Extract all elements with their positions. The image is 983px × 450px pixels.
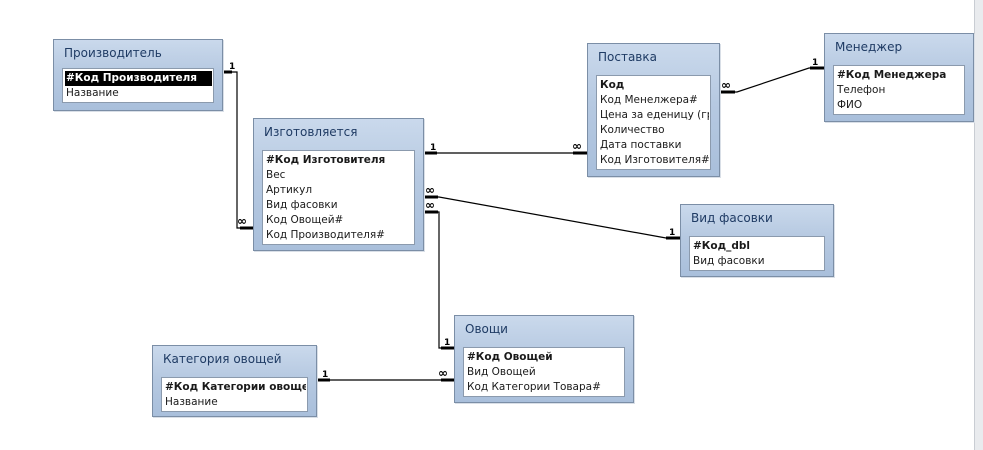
- field-item[interactable]: Код Производителя#: [266, 229, 385, 241]
- cardinality-many-label: ∞: [425, 198, 435, 212]
- field-item[interactable]: Вес: [266, 169, 286, 181]
- cardinality-many-label: ∞: [572, 139, 582, 153]
- field-item[interactable]: #Код Производителя: [65, 71, 212, 86]
- cardinality-many-label: ∞: [425, 183, 435, 197]
- table-ovoshchi[interactable]: Овощи #Код Овощей Вид Овощей Код Категор…: [454, 315, 634, 403]
- field-item[interactable]: Код Категории Товара#: [467, 381, 601, 393]
- field-item[interactable]: Количество: [600, 124, 665, 136]
- cardinality-one-label: 1: [669, 228, 675, 238]
- field-list: #Код Категории овощей Название: [161, 377, 308, 412]
- cardinality-one-label: 1: [430, 143, 436, 153]
- field-item[interactable]: #Код Изготовителя: [266, 154, 386, 166]
- table-title: Овощи: [465, 322, 508, 336]
- relation-proizvoditel-izgotovlyaetsya[interactable]: 1 ∞: [222, 62, 254, 230]
- cardinality-many-label: ∞: [237, 214, 247, 228]
- table-postavka[interactable]: Поставка Код Код Менелжера# Цена за еден…: [587, 43, 720, 177]
- table-kategoriya-ovoshchey[interactable]: Категория овощей #Код Категории овощей Н…: [152, 345, 317, 417]
- field-item[interactable]: Артикул: [266, 184, 313, 196]
- relation-ovoshchi-izgotovlyaetsya[interactable]: 1 ∞: [424, 198, 455, 350]
- table-title: Поставка: [598, 50, 657, 64]
- field-list: #Код_dbl Вид фасовки: [689, 236, 825, 271]
- relation-vidfasovki-izgotovlyaetsya[interactable]: 1 ∞: [424, 183, 680, 240]
- field-list: #Код Производителя Название: [62, 68, 214, 103]
- vertical-scrollbar[interactable]: [974, 0, 983, 450]
- cardinality-many-label: ∞: [721, 78, 731, 92]
- field-list: #Код Изготовителя Вес Артикул Вид фасовк…: [262, 150, 415, 245]
- table-proizvoditel[interactable]: Производитель #Код Производителя Названи…: [53, 39, 223, 111]
- field-item[interactable]: Код Менелжера#: [600, 94, 698, 106]
- field-item[interactable]: ФИО: [837, 99, 863, 111]
- field-list: #Код Менеджера Телефон ФИО: [833, 65, 965, 115]
- field-item[interactable]: Цена за еденицу (грн): [600, 109, 709, 121]
- field-item[interactable]: #Код_dbl: [693, 240, 750, 252]
- relation-kategoriya-ovoshchi[interactable]: 1 ∞: [316, 366, 455, 382]
- field-list: Код Код Менелжера# Цена за еденицу (грн)…: [596, 75, 711, 170]
- field-item[interactable]: Код: [600, 79, 625, 91]
- field-item[interactable]: Название: [66, 87, 119, 99]
- cardinality-one-label: 1: [444, 338, 450, 348]
- field-item[interactable]: #Код Категории овощей: [165, 381, 306, 393]
- table-izgotovlyaetsya[interactable]: Изготовляется #Код Изготовителя Вес Арти…: [253, 118, 424, 251]
- table-title: Категория овощей: [163, 352, 282, 366]
- table-title: Изготовляется: [264, 125, 358, 139]
- field-item[interactable]: Дата поставки: [600, 139, 682, 151]
- field-item[interactable]: #Код Овощей: [467, 351, 553, 363]
- cardinality-many-label: ∞: [438, 366, 448, 380]
- field-item[interactable]: Код Изготовителя#: [600, 154, 709, 166]
- table-title: Производитель: [64, 46, 162, 60]
- table-title: Вид фасовки: [691, 211, 773, 225]
- table-title: Менеджер: [835, 40, 903, 54]
- cardinality-one-label: 1: [812, 58, 818, 68]
- cardinality-one-label: 1: [229, 62, 235, 72]
- table-menedzher[interactable]: Менеджер #Код Менеджера Телефон ФИО: [824, 33, 974, 122]
- field-item[interactable]: Название: [165, 396, 218, 408]
- table-vid-fasovki[interactable]: Вид фасовки #Код_dbl Вид фасовки: [680, 204, 834, 277]
- cardinality-one-label: 1: [322, 370, 328, 380]
- field-list: #Код Овощей Вид Овощей Код Категории Тов…: [463, 347, 625, 397]
- field-item[interactable]: Телефон: [837, 84, 886, 96]
- field-item[interactable]: Вид фасовки: [266, 199, 338, 211]
- field-item[interactable]: Вид фасовки: [693, 255, 765, 267]
- field-item[interactable]: #Код Менеджера: [837, 69, 947, 81]
- field-item[interactable]: Вид Овощей: [467, 366, 536, 378]
- field-item[interactable]: Код Овощей#: [266, 214, 344, 226]
- relation-menedzher-postavka[interactable]: 1 ∞: [720, 58, 824, 94]
- relation-izgotovlyaetsya-postavka[interactable]: 1 ∞: [424, 139, 587, 155]
